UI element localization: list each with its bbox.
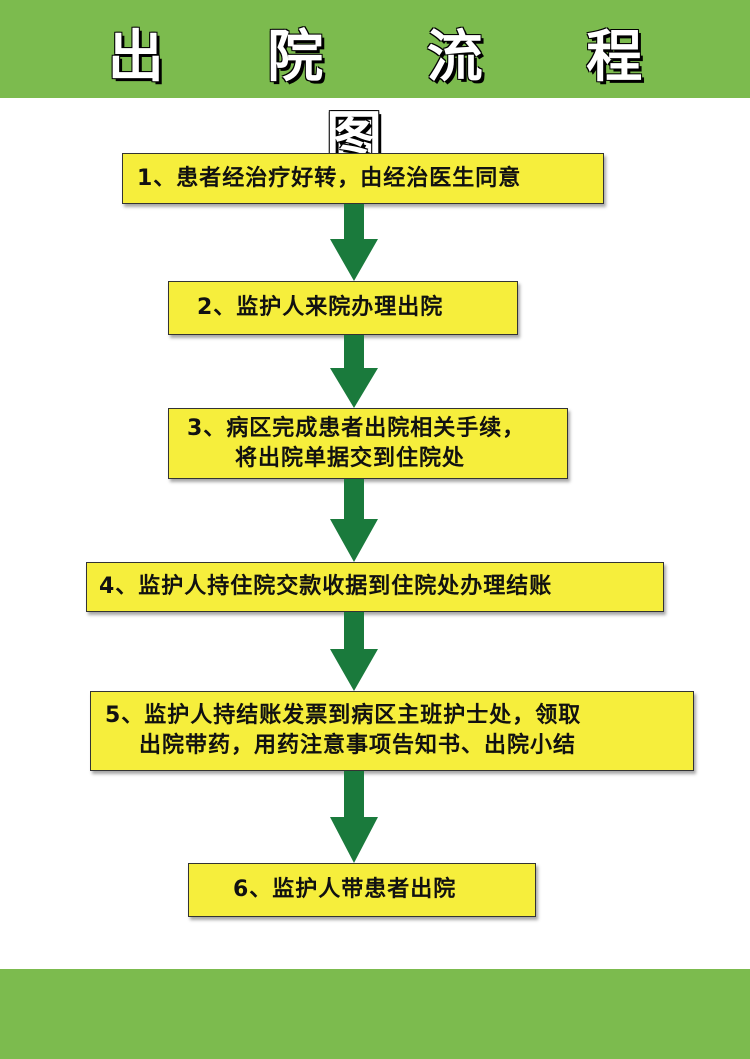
arrow-down-icon: [330, 771, 378, 863]
step-4-box: 4、监护人持住院交款收据到住院处办理结账: [86, 562, 664, 612]
step-4-text: 4、监护人持住院交款收据到住院处办理结账: [99, 574, 553, 599]
arrow-down-icon: [330, 612, 378, 691]
step-3-box: 3、病区完成患者出院相关手续， 将出院单据交到住院处: [168, 408, 568, 479]
step-1-box: 1、患者经治疗好转，由经治医生同意: [122, 153, 604, 204]
step-5-text-line-2: 出院带药，用药注意事项告知书、出院小结: [139, 733, 577, 758]
step-5-text-line-1: 5、监护人持结账发票到病区主班护士处，领取: [105, 703, 582, 728]
arrow-down-icon: [330, 204, 378, 281]
step-1-text: 1、患者经治疗好转，由经治医生同意: [137, 165, 522, 191]
step-6-box: 6、监护人带患者出院: [188, 863, 536, 917]
footer-band: [0, 969, 750, 1059]
arrow-down-icon: [330, 479, 378, 562]
step-2-text: 2、监护人来院办理出院: [197, 295, 444, 320]
step-6-text: 6、监护人带患者出院: [233, 877, 457, 902]
step-3-text-line-2: 将出院单据交到住院处: [235, 445, 466, 471]
page-title: 出 院 流 程 图: [107, 25, 685, 171]
arrow-down-icon: [330, 335, 378, 408]
header-band: [0, 0, 750, 98]
step-5-box: 5、监护人持结账发票到病区主班护士处，领取 出院带药，用药注意事项告知书、出院小…: [90, 691, 694, 771]
step-2-box: 2、监护人来院办理出院: [168, 281, 518, 335]
step-3-text-line-1: 3、病区完成患者出院相关手续，: [187, 415, 526, 441]
